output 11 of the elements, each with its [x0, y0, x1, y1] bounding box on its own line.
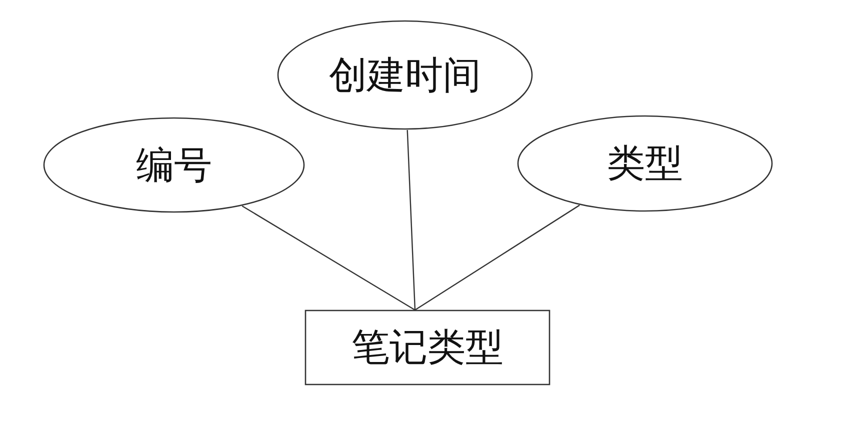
connector-line: [414, 204, 580, 310]
attribute-ellipse: [43, 117, 305, 213]
attribute-ellipse: [277, 20, 533, 130]
attribute-ellipse: [517, 115, 773, 212]
attribute-name: 类型: [607, 140, 683, 187]
attribute-name: 创建时间: [329, 52, 481, 98]
attribute-name: 编号: [136, 142, 212, 188]
connector-line: [406, 130, 416, 310]
entity-box: [305, 310, 550, 385]
entity-name: 笔记类型: [352, 324, 504, 371]
connector-line: [242, 205, 416, 311]
